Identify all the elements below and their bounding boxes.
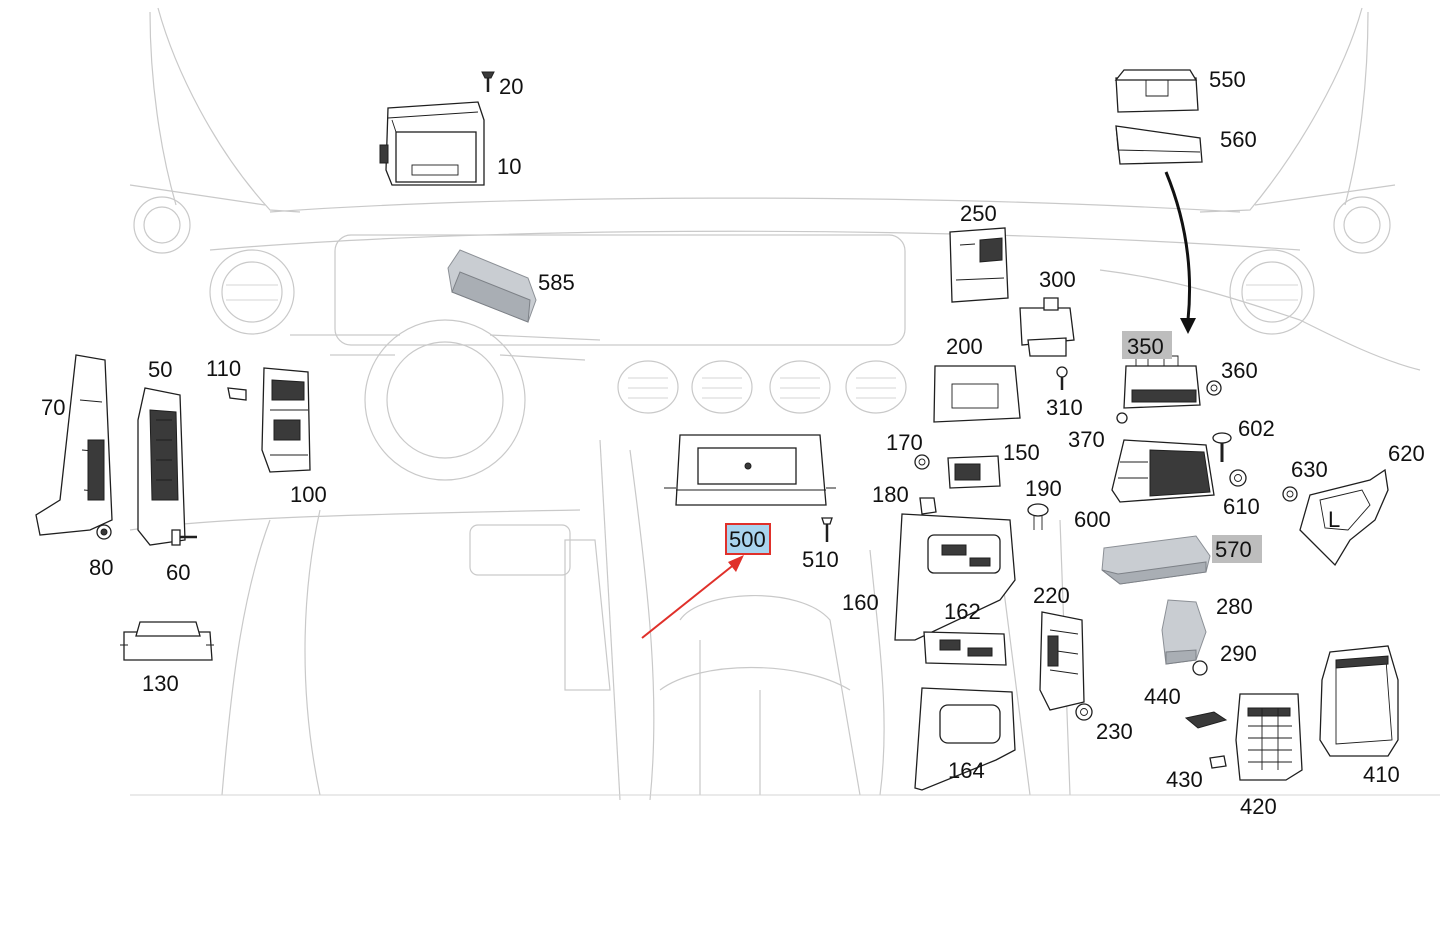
label-290[interactable]: 290: [1220, 641, 1257, 666]
part-130-module[interactable]: [120, 621, 214, 661]
part-560-tray[interactable]: [1115, 125, 1203, 165]
part-230-nut[interactable]: [1075, 703, 1093, 721]
label-80[interactable]: 80: [89, 555, 113, 580]
highlight-570: [1212, 535, 1262, 563]
label-570[interactable]: 570: [1215, 537, 1252, 562]
highlight-350: [1122, 331, 1172, 359]
part-310-screw[interactable]: [1056, 366, 1068, 390]
label-430[interactable]: 430: [1166, 767, 1203, 792]
part-110-fuse[interactable]: [227, 387, 247, 401]
part-510-screw[interactable]: [821, 517, 833, 542]
label-180[interactable]: 180: [872, 482, 909, 507]
part-610-nut[interactable]: [1229, 469, 1247, 487]
label-20[interactable]: 20: [499, 74, 523, 99]
label-630[interactable]: 630: [1291, 457, 1328, 482]
part-150-module[interactable]: [947, 455, 1001, 489]
part-250-module[interactable]: [949, 227, 1009, 303]
selection-callout: [641, 555, 744, 639]
label-350[interactable]: 350: [1127, 334, 1164, 359]
part-170-nut[interactable]: [914, 454, 930, 470]
label-550[interactable]: 550: [1209, 67, 1246, 92]
label-60[interactable]: 60: [166, 560, 190, 585]
label-150[interactable]: 150: [1003, 440, 1040, 465]
part-220-module[interactable]: [1039, 611, 1085, 711]
part-70-bracket[interactable]: [35, 354, 113, 536]
part-350-screw[interactable]: [1116, 412, 1128, 424]
part-290-nut[interactable]: [1192, 660, 1208, 676]
part-500-head-unit[interactable]: [664, 434, 836, 506]
part-440-fuse-strip[interactable]: [1184, 711, 1228, 729]
label-160[interactable]: 160: [842, 590, 879, 615]
part-20-screw[interactable]: [481, 71, 495, 92]
label-300[interactable]: 300: [1039, 267, 1076, 292]
part-550-cover[interactable]: [1114, 69, 1199, 113]
label-560[interactable]: 560: [1220, 127, 1257, 152]
part-164-bracket[interactable]: [914, 687, 1016, 791]
label-510[interactable]: 510: [802, 547, 839, 572]
label-370[interactable]: 370: [1068, 427, 1105, 452]
part-10-module[interactable]: [379, 101, 485, 186]
label-602[interactable]: 602: [1238, 416, 1275, 441]
label-10[interactable]: 10: [497, 154, 521, 179]
label-230[interactable]: 230: [1096, 719, 1133, 744]
bracket-letter: L: [1328, 507, 1340, 532]
label-600[interactable]: 600: [1074, 507, 1111, 532]
label-190[interactable]: 190: [1025, 476, 1062, 501]
cockpit-outline: [129, 7, 1440, 801]
part-602-bolt[interactable]: [1212, 432, 1232, 462]
label-610[interactable]: 610: [1223, 494, 1260, 519]
part-162-module[interactable]: [923, 631, 1007, 666]
label-310[interactable]: 310: [1046, 395, 1083, 420]
part-630-nut[interactable]: [1282, 486, 1298, 502]
label-130[interactable]: 130: [142, 671, 179, 696]
part-180-nut[interactable]: [919, 497, 937, 515]
label-250[interactable]: 250: [960, 201, 997, 226]
part-100-connector-block[interactable]: [261, 367, 311, 473]
label-410[interactable]: 410: [1363, 762, 1400, 787]
label-500[interactable]: 500: [729, 527, 766, 552]
part-160-bracket[interactable]: [894, 513, 1016, 641]
assembly-arrow: [1164, 171, 1196, 334]
part-410-control-unit[interactable]: [1319, 645, 1399, 757]
label-440[interactable]: 440: [1144, 684, 1181, 709]
highlight-500: [725, 523, 771, 555]
part-80-nut[interactable]: [96, 524, 112, 540]
part-190-clip[interactable]: [1027, 503, 1049, 530]
part-620-bracket[interactable]: [1299, 468, 1389, 567]
label-200[interactable]: 200: [946, 334, 983, 359]
part-420-fuse-box[interactable]: [1235, 693, 1303, 781]
label-420[interactable]: 420: [1240, 794, 1277, 819]
part-300-module[interactable]: [1019, 297, 1075, 357]
label-360[interactable]: 360: [1221, 358, 1258, 383]
part-200-module[interactable]: [933, 365, 1021, 423]
part-430-fuse[interactable]: [1209, 755, 1227, 769]
label-50[interactable]: 50: [148, 357, 172, 382]
label-280[interactable]: 280: [1216, 594, 1253, 619]
part-600-amplifier[interactable]: [1111, 439, 1215, 503]
part-585-housing[interactable]: [447, 249, 537, 323]
label-164[interactable]: 164: [948, 758, 985, 783]
label-170[interactable]: 170: [886, 430, 923, 455]
part-280-module[interactable]: [1161, 599, 1207, 665]
part-50-control-unit[interactable]: [137, 387, 186, 546]
part-360-nut[interactable]: [1206, 380, 1222, 396]
label-585[interactable]: 585: [538, 270, 575, 295]
label-162[interactable]: 162: [944, 599, 981, 624]
part-350-module[interactable]: [1123, 355, 1201, 409]
label-110[interactable]: 110: [206, 356, 241, 381]
label-100[interactable]: 100: [290, 482, 327, 507]
part-60-screw[interactable]: [171, 529, 197, 546]
part-570-module[interactable]: [1101, 535, 1211, 585]
label-70[interactable]: 70: [41, 395, 65, 420]
label-620[interactable]: 620: [1388, 441, 1425, 466]
label-220[interactable]: 220: [1033, 583, 1070, 608]
